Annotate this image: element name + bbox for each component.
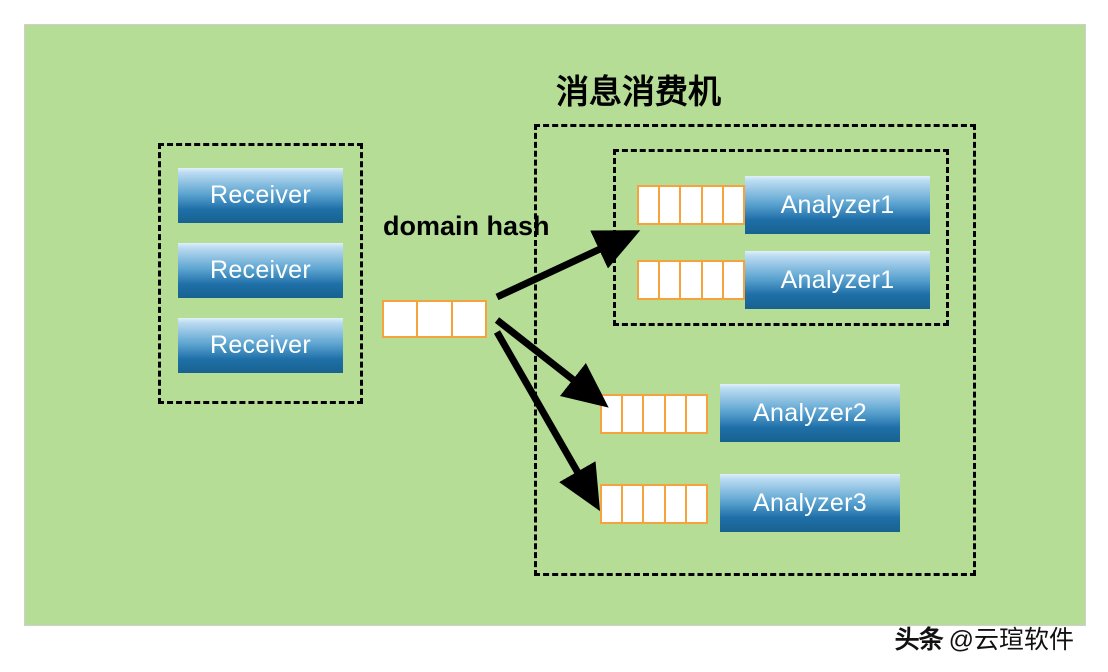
queue-cell bbox=[687, 396, 706, 432]
queue-cell bbox=[681, 187, 703, 223]
receiver-node-1-label: Receiver bbox=[209, 181, 312, 209]
queue-cell bbox=[623, 396, 645, 432]
receiver-node-3[interactable]: Receiver bbox=[178, 318, 343, 373]
analyzer1-node-2-label: Analyzer1 bbox=[780, 265, 895, 294]
main-queue bbox=[382, 300, 487, 338]
analyzer1-node-1[interactable]: Analyzer1 bbox=[745, 176, 930, 234]
queue-cell bbox=[724, 262, 743, 298]
analyzer2-node-label: Analyzer2 bbox=[753, 398, 867, 427]
diagram-canvas: 消息消费机 Receiver Receiver Receiver domain … bbox=[24, 24, 1086, 626]
queue-cell bbox=[639, 187, 661, 223]
receiver-node-2[interactable]: Receiver bbox=[178, 243, 343, 298]
analyzer1-queue-2 bbox=[637, 260, 745, 300]
queue-cell bbox=[666, 486, 687, 522]
queue-cell bbox=[687, 486, 706, 522]
receiver-node-2-label: Receiver bbox=[209, 256, 312, 284]
queue-cell bbox=[681, 262, 703, 298]
queue-cell bbox=[384, 302, 419, 336]
queue-cell bbox=[703, 262, 724, 298]
receivers-group-box bbox=[158, 143, 363, 404]
watermark-handle: @云瑄软件 bbox=[948, 626, 1074, 654]
queue-cell bbox=[602, 486, 624, 522]
queue-cell bbox=[418, 302, 453, 336]
domain-hash-label: domain hash bbox=[383, 211, 550, 241]
receiver-node-1[interactable]: Receiver bbox=[178, 168, 343, 223]
queue-cell bbox=[644, 396, 666, 432]
queue-cell bbox=[644, 486, 666, 522]
queue-cell bbox=[724, 187, 743, 223]
watermark-brand: 头条 bbox=[894, 626, 944, 654]
analyzer1-node-2[interactable]: Analyzer1 bbox=[745, 251, 930, 309]
queue-cell bbox=[602, 396, 624, 432]
queue-cell bbox=[660, 262, 682, 298]
diagram-title: 消息消费机 bbox=[556, 73, 721, 110]
analyzer3-queue bbox=[600, 484, 708, 524]
queue-cell bbox=[453, 302, 485, 336]
analyzer2-queue bbox=[600, 394, 708, 434]
analyzer3-node-label: Analyzer3 bbox=[753, 488, 867, 517]
queue-cell bbox=[666, 396, 687, 432]
watermark: 头条 @云瑄软件 bbox=[895, 620, 1074, 656]
analyzer2-node[interactable]: Analyzer2 bbox=[720, 384, 900, 442]
queue-cell bbox=[660, 187, 682, 223]
analyzer1-queue-1 bbox=[637, 185, 745, 225]
queue-cell bbox=[639, 262, 661, 298]
queue-cell bbox=[623, 486, 645, 522]
analyzer3-node[interactable]: Analyzer3 bbox=[720, 474, 900, 532]
receiver-node-3-label: Receiver bbox=[209, 331, 312, 359]
queue-cell bbox=[703, 187, 724, 223]
analyzer1-node-1-label: Analyzer1 bbox=[780, 190, 895, 219]
